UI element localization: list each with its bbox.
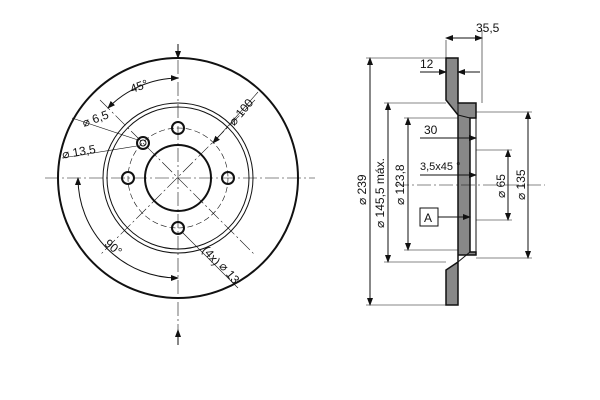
bolt-hole-leader (71, 117, 139, 141)
pcd-label: ⌀ 100 (226, 96, 257, 129)
angle-90-label: 90° (102, 236, 125, 259)
chamfer-label: 3,5x45 ° (420, 161, 460, 173)
hat-outer-dia-label: ⌀ 123,8 (393, 164, 407, 205)
total-width-label: 35,5 (476, 21, 500, 35)
datum-label: A (424, 211, 432, 225)
outer-dia-label: ⌀ 239 (355, 174, 369, 205)
side-view: 35,5 12 30 3,5x45 ° A ⌀ 239 ⌀ 145,5 máx.… (355, 21, 545, 306)
diagonal-centerline (99, 99, 256, 256)
hat-depth-label: 30 (424, 123, 438, 137)
bolt-hole (139, 139, 147, 147)
disc-section-profile (445, 57, 477, 306)
bolt-hole-counterbore (136, 136, 150, 150)
stud-hole (221, 171, 235, 185)
center-bore-dia-label: ⌀ 65 (494, 174, 508, 198)
hub-dia-label: ⌀ 135 (514, 169, 528, 200)
counterbore-leader (61, 145, 138, 159)
stud-leader (181, 231, 239, 289)
bolt-hole-dia-label: ⌀ 6,5 (80, 107, 111, 130)
angle-45-arc (107, 75, 179, 109)
counterbore-dia-label: ⌀ 13,5 (61, 142, 97, 162)
front-view: 45° 90° ⌀ 6,5 ⌀ 13,5 ⌀ 100 (4x) ⌀ 13 (45, 44, 315, 345)
angle-90-arc (75, 177, 179, 281)
pcd-leader (212, 91, 259, 144)
angle-45-label: 45° (128, 77, 150, 96)
friction-inner-dia-label: ⌀ 145,5 máx. (373, 158, 387, 228)
thickness-label: 12 (420, 57, 434, 71)
hat-chamfer (457, 114, 471, 263)
stud-hole (171, 121, 185, 135)
